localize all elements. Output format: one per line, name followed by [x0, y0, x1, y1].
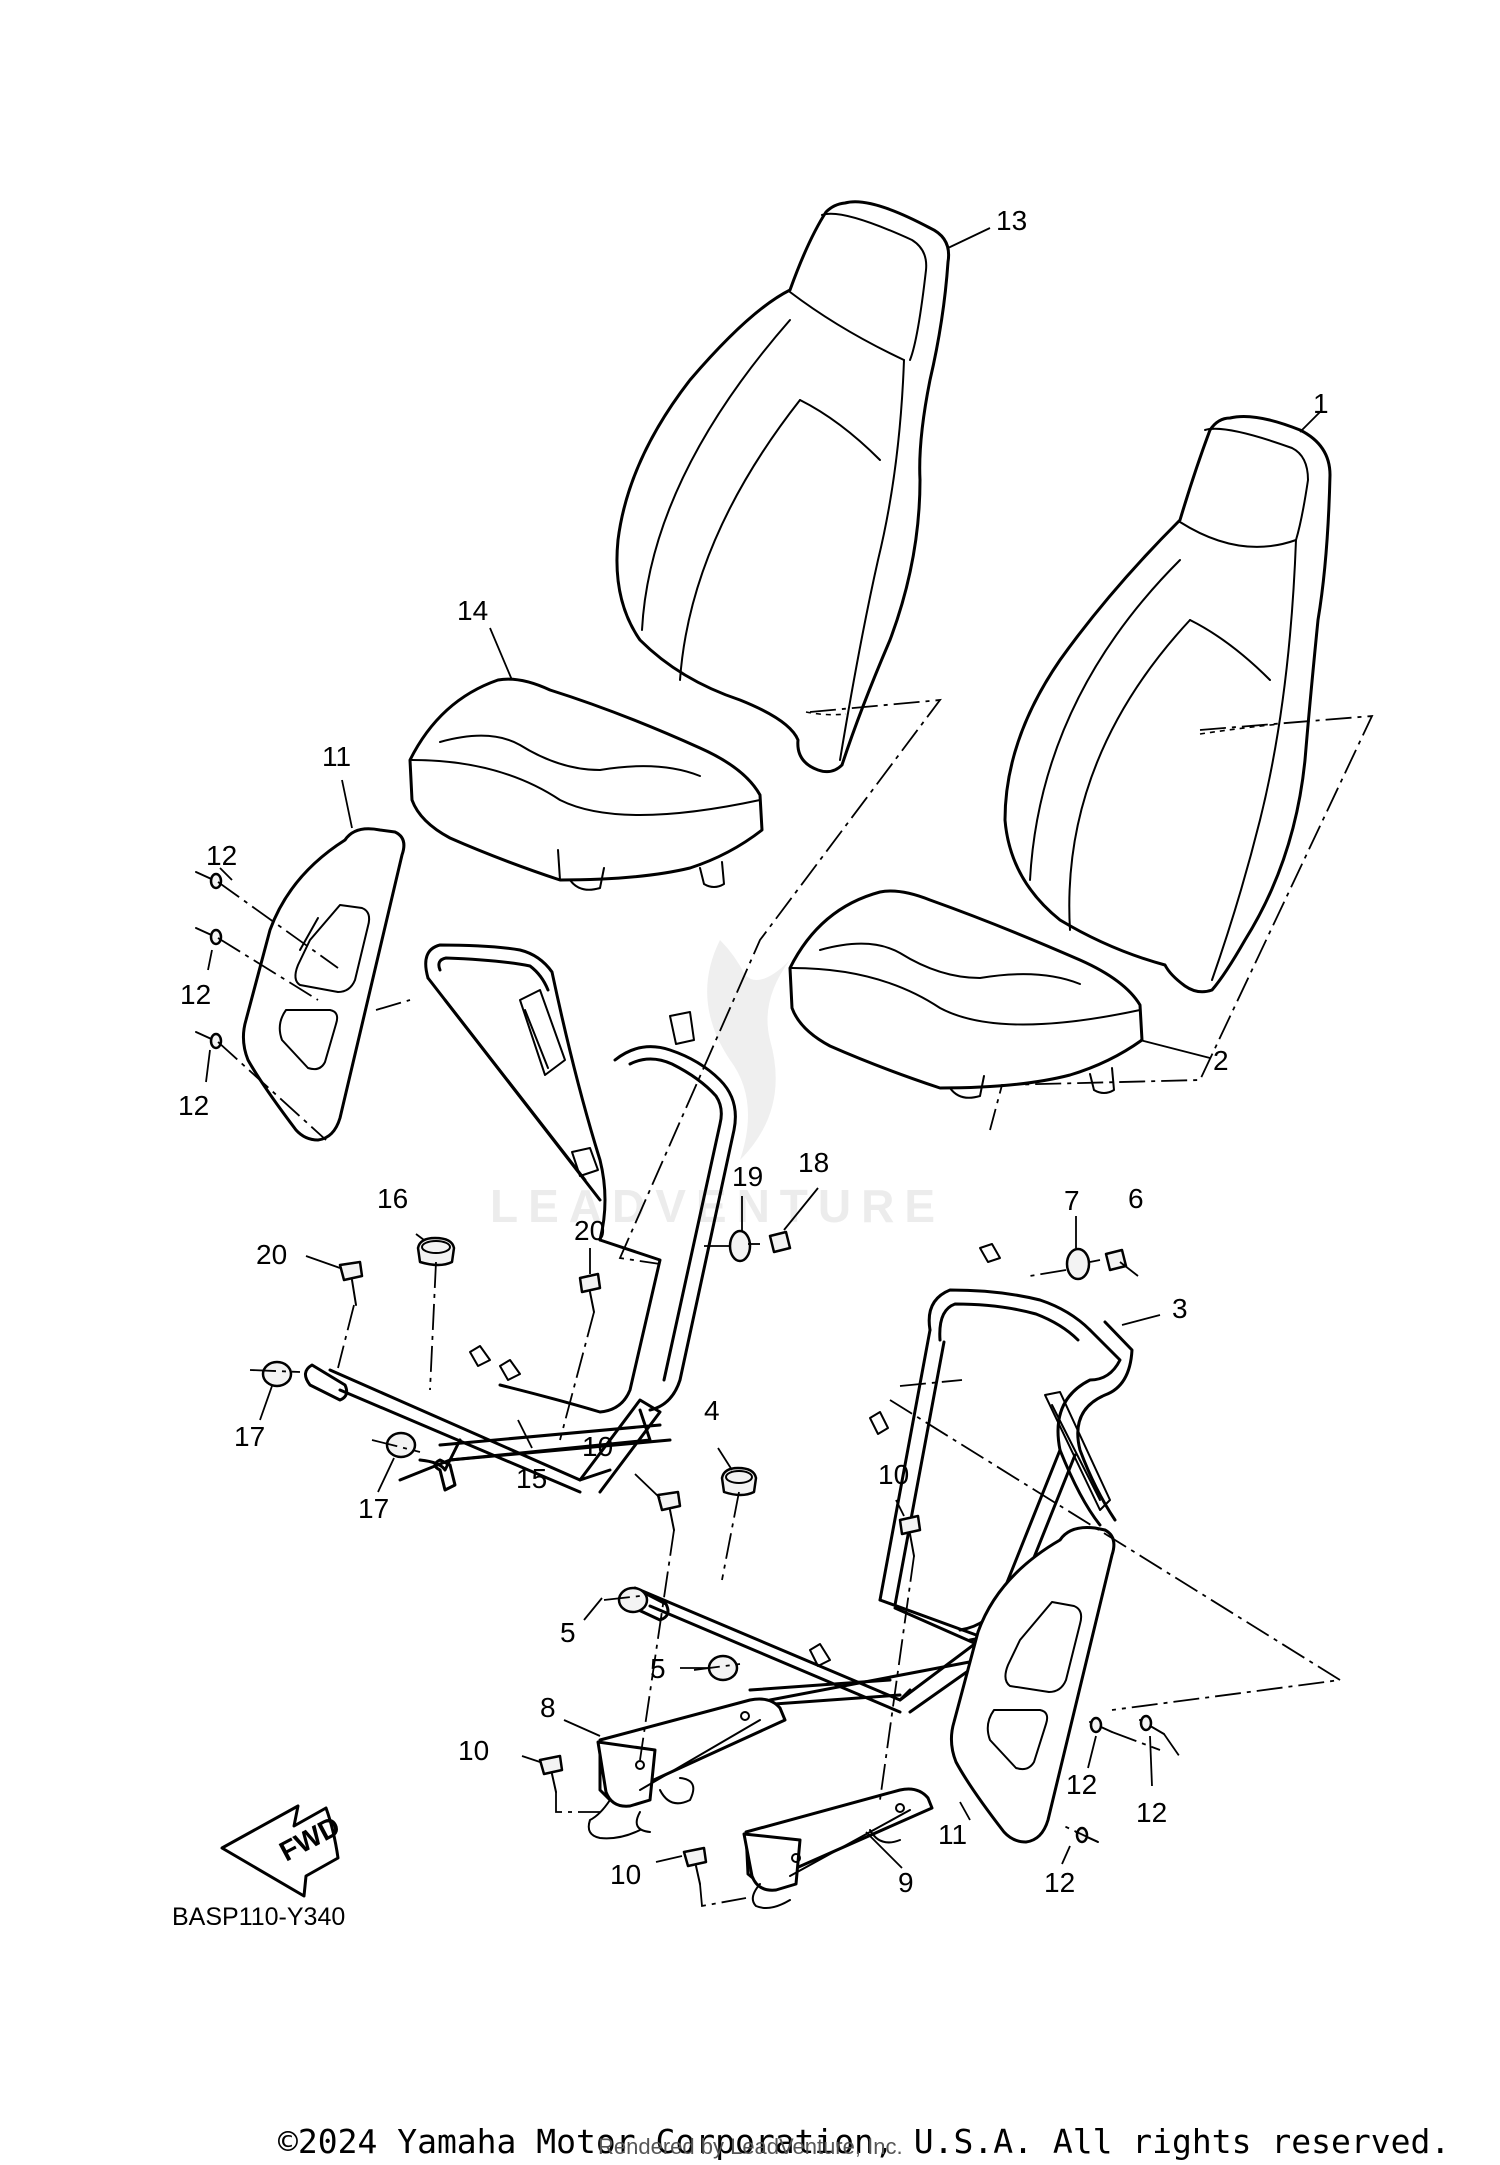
part-label-15: 15 — [516, 1463, 547, 1494]
seat-rail-9 — [742, 1787, 934, 1909]
seat-frame-15 — [304, 943, 737, 1494]
copyright-notice: ©2024 Yamaha Motor Corporation, U.S.A. A… — [278, 2122, 1451, 2161]
part-label-11b: 11 — [938, 1819, 967, 1850]
seat-back-13 — [615, 200, 951, 774]
part-label-12b: 12 — [180, 979, 211, 1010]
side-panel-11-upper — [241, 827, 406, 1142]
part-label-12a: 12 — [206, 840, 237, 871]
part-label-12f: 12 — [1044, 1867, 1075, 1898]
seat-cushion-14 — [408, 677, 764, 891]
part-label-14: 14 — [457, 595, 488, 626]
side-panel-11-lower — [949, 1526, 1116, 1844]
part-label-10c: 10 — [458, 1735, 489, 1766]
part-label-10a: 10 — [582, 1431, 613, 1462]
seat-back-1 — [1003, 415, 1332, 994]
part-label-5a: 5 — [560, 1617, 576, 1648]
part-label-20b: 20 — [574, 1215, 605, 1246]
part-label-13: 13 — [996, 205, 1027, 236]
fwd-arrow-icon: FWD — [220, 1804, 345, 1898]
part-label-9: 9 — [898, 1867, 914, 1898]
part-label-12c: 12 — [178, 1090, 209, 1121]
leader-lines — [205, 227, 1321, 1869]
part-label-4: 4 — [704, 1395, 720, 1426]
part-label-16: 16 — [377, 1183, 408, 1214]
rendered-by-credit: Rendered by LeadVenture, Inc. — [598, 2134, 903, 2159]
seat-rail-8 — [587, 1697, 787, 1840]
part-label-12d: 12 — [1066, 1769, 1097, 1800]
part-label-20a: 20 — [256, 1239, 287, 1270]
part-label-6: 6 — [1128, 1183, 1144, 1214]
part-label-10d: 10 — [610, 1859, 641, 1890]
part-label-19: 19 — [732, 1161, 763, 1192]
part-label-12e: 12 — [1136, 1797, 1167, 1828]
part-label-18: 18 — [798, 1147, 829, 1178]
part-label-3: 3 — [1172, 1293, 1188, 1324]
assembly-lines — [217, 698, 1374, 1908]
part-label-8: 8 — [540, 1692, 556, 1723]
part-label-17b: 17 — [358, 1493, 389, 1524]
part-label-10b: 10 — [878, 1459, 909, 1490]
part-label-11a: 11 — [322, 741, 351, 772]
part-label-5b: 5 — [650, 1653, 666, 1684]
part-labels: 1 2 3 4 5 5 6 7 8 9 10 10 10 10 11 11 12… — [178, 205, 1329, 1898]
diagram-code: BASP110-Y340 — [172, 1903, 345, 1931]
part-label-7: 7 — [1064, 1185, 1080, 1216]
part-label-17a: 17 — [234, 1421, 265, 1452]
part-label-2: 2 — [1213, 1045, 1229, 1076]
seat-cushion-2 — [788, 889, 1144, 1099]
part-label-1: 1 — [1313, 388, 1329, 419]
